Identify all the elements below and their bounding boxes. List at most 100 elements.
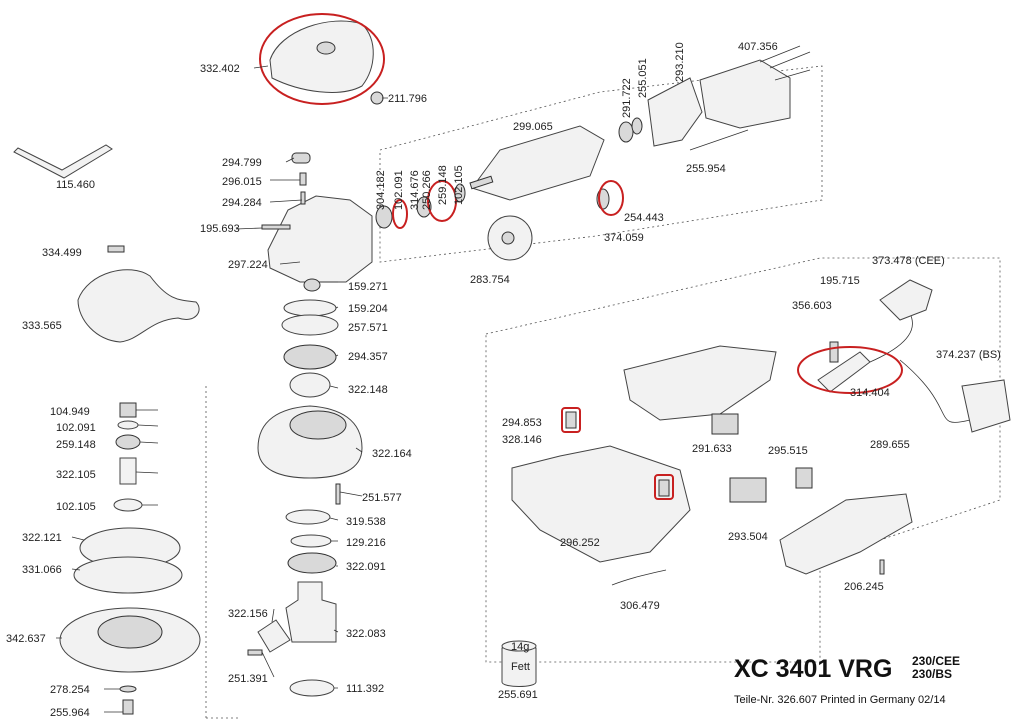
part-label: 115.460 <box>56 179 95 191</box>
part-label: 278.254 <box>50 684 90 696</box>
part-label: 342.637 <box>6 633 46 645</box>
motor-housing-drawing <box>511 445 691 563</box>
part-number-line: Teile-Nr. 326.607 Printed in Germany 02/… <box>734 694 946 706</box>
pad-center-drawing <box>97 615 163 649</box>
part-label: 314.676 <box>409 170 421 210</box>
part-label: 259.148 <box>437 165 449 205</box>
counterweight-drawing <box>257 619 291 653</box>
model-variants: 230/CEE 230/BS <box>912 655 960 681</box>
armature-drawing <box>471 125 605 201</box>
part-label: 295.515 <box>768 445 808 457</box>
grease-tube-top <box>501 640 537 652</box>
bearing-mid-drawing <box>287 552 337 574</box>
part-label: 289.655 <box>870 439 910 451</box>
electronics-drawing <box>711 413 739 435</box>
part-label: 334.499 <box>42 247 82 259</box>
part-label: 291.722 <box>621 78 633 118</box>
part-label: 293.210 <box>674 42 686 82</box>
part-label: 102.105 <box>453 165 465 205</box>
disc-drawing <box>285 509 331 525</box>
button-drawing <box>291 152 311 164</box>
leader-lines <box>56 65 388 713</box>
part-label: 255.051 <box>637 58 649 98</box>
part-label: 293.504 <box>728 531 768 543</box>
brush-plate-drawing <box>647 77 703 147</box>
part-label: 322.164 <box>372 448 412 460</box>
small-module-drawing <box>795 467 813 489</box>
part-label: 374.059 <box>604 232 644 244</box>
cable-drawing <box>611 569 667 586</box>
part-label: 319.538 <box>346 516 386 528</box>
part-label: 304.182 <box>375 170 387 210</box>
part-label: 322.105 <box>56 469 96 481</box>
cable-sleeve-drawing <box>817 351 871 393</box>
part-label: 333.565 <box>22 320 62 332</box>
part-label: 250.266 <box>421 170 433 210</box>
part-label: 356.603 <box>792 300 832 312</box>
ring-drawing <box>73 556 183 594</box>
bevel-gear-drawing <box>283 344 337 370</box>
part-label: 374.237 (BS) <box>936 349 1001 361</box>
highlight-cover <box>259 13 385 105</box>
part-label: 296.252 <box>560 537 600 549</box>
stator-wires <box>759 45 811 81</box>
fan-hub <box>501 231 515 245</box>
top-cover-drawing <box>269 20 374 93</box>
part-label: 331.066 <box>22 564 62 576</box>
part-label: 255.691 <box>498 689 538 701</box>
part-label: 294.799 <box>222 157 262 169</box>
part-label: 251.577 <box>362 492 402 504</box>
housing-screw-bottom-drawing <box>879 559 885 575</box>
spring-drawing <box>299 172 307 186</box>
clamp-drawing <box>829 341 839 363</box>
part-label: 322.148 <box>348 384 388 396</box>
guide-frame-left <box>205 386 240 719</box>
part-label: 102.091 <box>56 422 96 434</box>
screw-mid-drawing <box>335 483 341 505</box>
part-label: 255.954 <box>686 163 726 175</box>
highlight-cable <box>797 346 903 394</box>
stator-drawing <box>699 59 791 129</box>
circlip-drawing <box>454 183 466 203</box>
spindle-gear-drawing <box>289 372 331 398</box>
part-label: 294.357 <box>348 351 388 363</box>
highlight-brush-1 <box>561 407 581 433</box>
part-label: 129.216 <box>346 537 386 549</box>
grease-weight-text: 14g <box>511 641 529 653</box>
highlight-bearing <box>427 180 457 222</box>
brush-drawing-1 <box>565 411 577 429</box>
part-label: 322.156 <box>228 608 268 620</box>
highlight-rear-bearing <box>598 180 624 216</box>
cee-plug-drawing <box>879 279 933 321</box>
part-label: 294.284 <box>222 197 262 209</box>
long-screw-drawing <box>689 129 749 151</box>
part-label: 111.392 <box>346 683 384 695</box>
part-label: 306.479 <box>620 600 660 612</box>
bolt-bottom-drawing <box>122 699 134 715</box>
part-label: 322.083 <box>346 628 386 640</box>
hex-key-drawing <box>13 144 113 179</box>
part-label: 254.443 <box>624 212 664 224</box>
part-label: 159.204 <box>348 303 388 315</box>
handle-drawing <box>77 269 200 343</box>
part-label: 407.356 <box>738 41 778 53</box>
part-label: 291.633 <box>692 443 732 455</box>
part-label: 251.391 <box>228 673 268 685</box>
part-label: 102.091 <box>393 170 405 210</box>
bushing-drawing <box>618 121 634 143</box>
part-label: 294.853 <box>502 417 542 429</box>
model-name: XC 3401 VRG <box>734 655 893 683</box>
part-label: 211.796 <box>388 93 427 105</box>
part-label: 314.404 <box>850 387 890 399</box>
part-label: 296.015 <box>222 176 262 188</box>
highlight-ring-1 <box>392 199 408 229</box>
part-label: 373.478 (CEE) <box>872 255 945 267</box>
flange-top <box>289 410 347 440</box>
part-label: 297.224 <box>228 259 268 271</box>
highlight-brush-2 <box>654 474 674 500</box>
part-label: 322.121 <box>22 532 62 544</box>
part-label: 195.715 <box>820 275 860 287</box>
switch-drawing <box>729 477 767 503</box>
grease-tube-drawing <box>501 647 537 687</box>
